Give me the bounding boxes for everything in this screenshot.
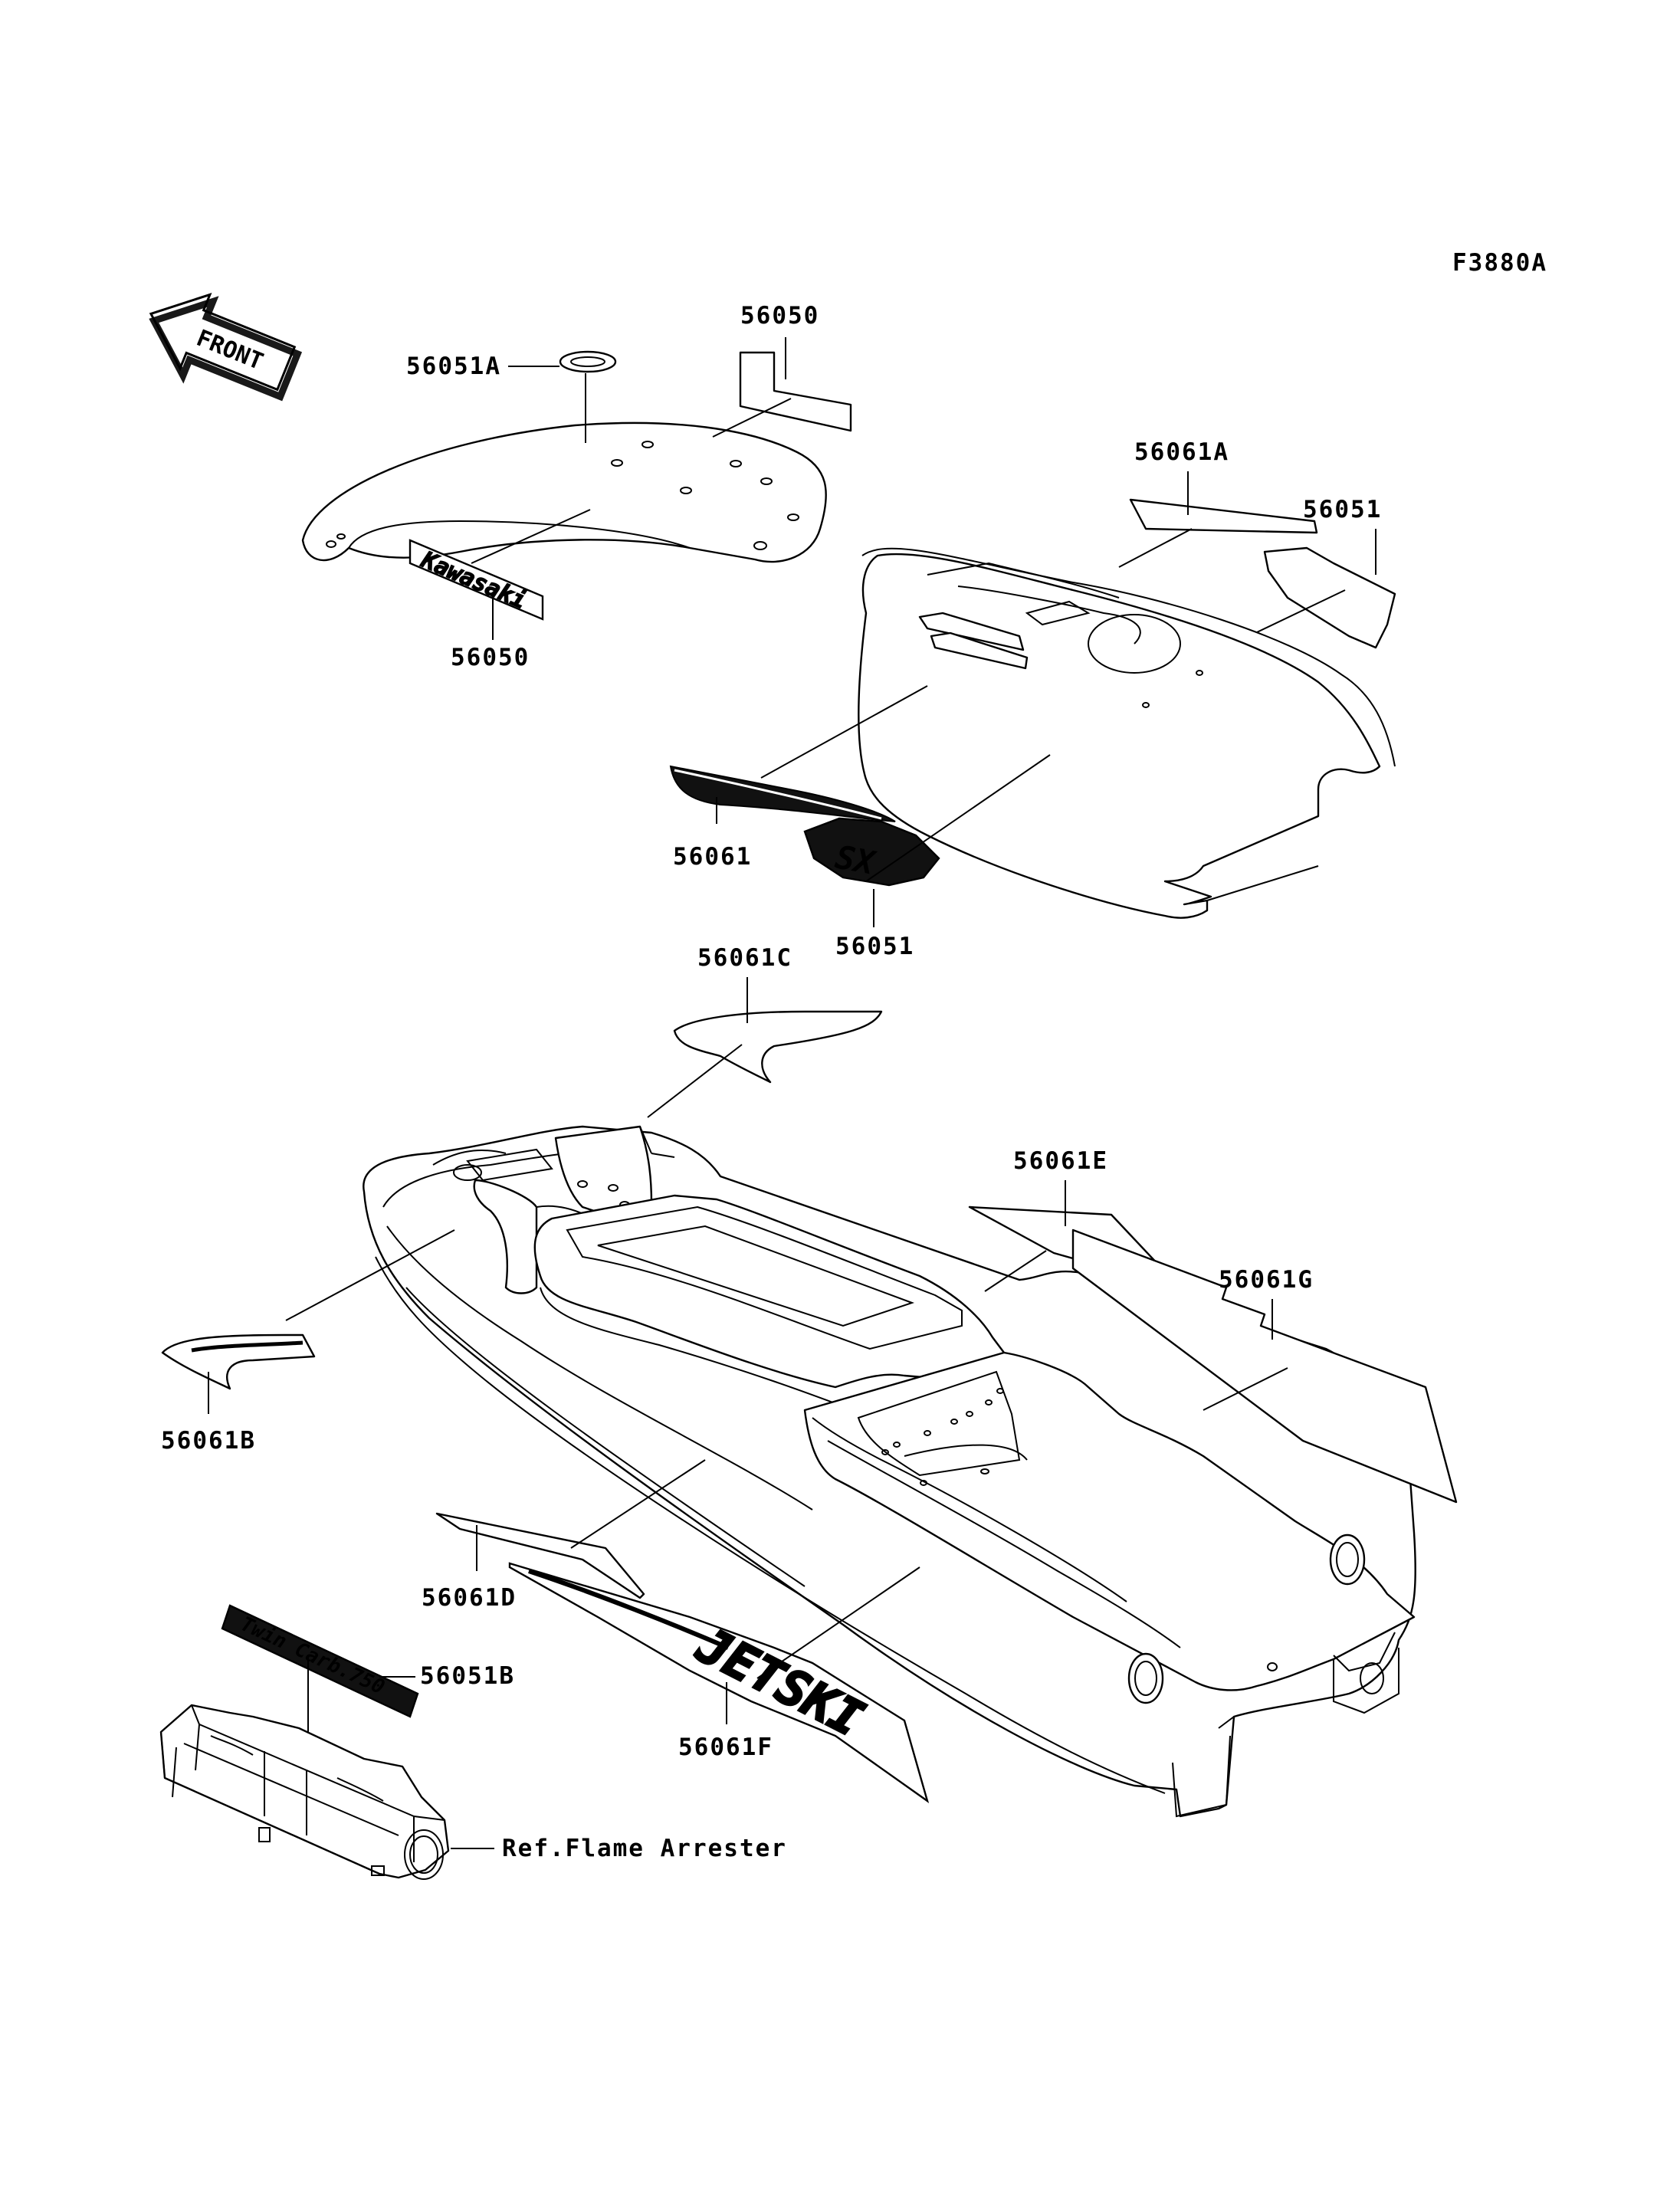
- decal-56050-top: [739, 351, 852, 432]
- callout-ref-flame-arrester: Ref.Flame Arrester: [502, 1835, 787, 1862]
- decal-56061C: [673, 1010, 883, 1084]
- callout-56061: 56061: [673, 843, 752, 871]
- flame-arrester: [159, 1704, 450, 1880]
- callout-56061E: 56061E: [1013, 1147, 1108, 1175]
- handle-pole-cover: [301, 422, 827, 563]
- engine-hood: [858, 547, 1396, 919]
- callout-56061D: 56061D: [422, 1584, 517, 1612]
- decal-sx-emblem: SX: [803, 817, 940, 887]
- callout-56050-top: 56050: [740, 302, 819, 330]
- callout-56050-side: 56050: [451, 644, 530, 671]
- twin-carb-text: Twin Carb.750: [237, 1612, 388, 1699]
- callout-56051A: 56051A: [406, 353, 501, 380]
- callout-56051-hood: 56051: [1303, 496, 1382, 523]
- callout-56051B: 56051B: [420, 1662, 515, 1690]
- decal-56051A: [559, 350, 617, 373]
- kawasaki-text: Kawasaki: [417, 546, 530, 615]
- callout-56051-emblem: 56051: [835, 933, 914, 960]
- decal-56061G: [1071, 1228, 1458, 1504]
- callout-56061F: 56061F: [678, 1734, 773, 1761]
- sx-text: SX: [832, 838, 879, 883]
- decal-56061B: [161, 1333, 316, 1390]
- callout-56061G: 56061G: [1219, 1266, 1314, 1294]
- callout-56061A: 56061A: [1134, 438, 1229, 466]
- decal-kawasaki: Kawasaki: [409, 539, 544, 621]
- callout-56061C: 56061C: [697, 944, 792, 972]
- decal-56061D: [435, 1512, 645, 1599]
- front-arrow-icon: FRONT: [149, 293, 303, 402]
- callout-56061B: 56061B: [161, 1427, 256, 1455]
- decal-56061A: [1129, 498, 1318, 534]
- decal-twin-carb: Twin Carb.750: [221, 1604, 419, 1718]
- figure-code: F3880A: [1452, 249, 1547, 277]
